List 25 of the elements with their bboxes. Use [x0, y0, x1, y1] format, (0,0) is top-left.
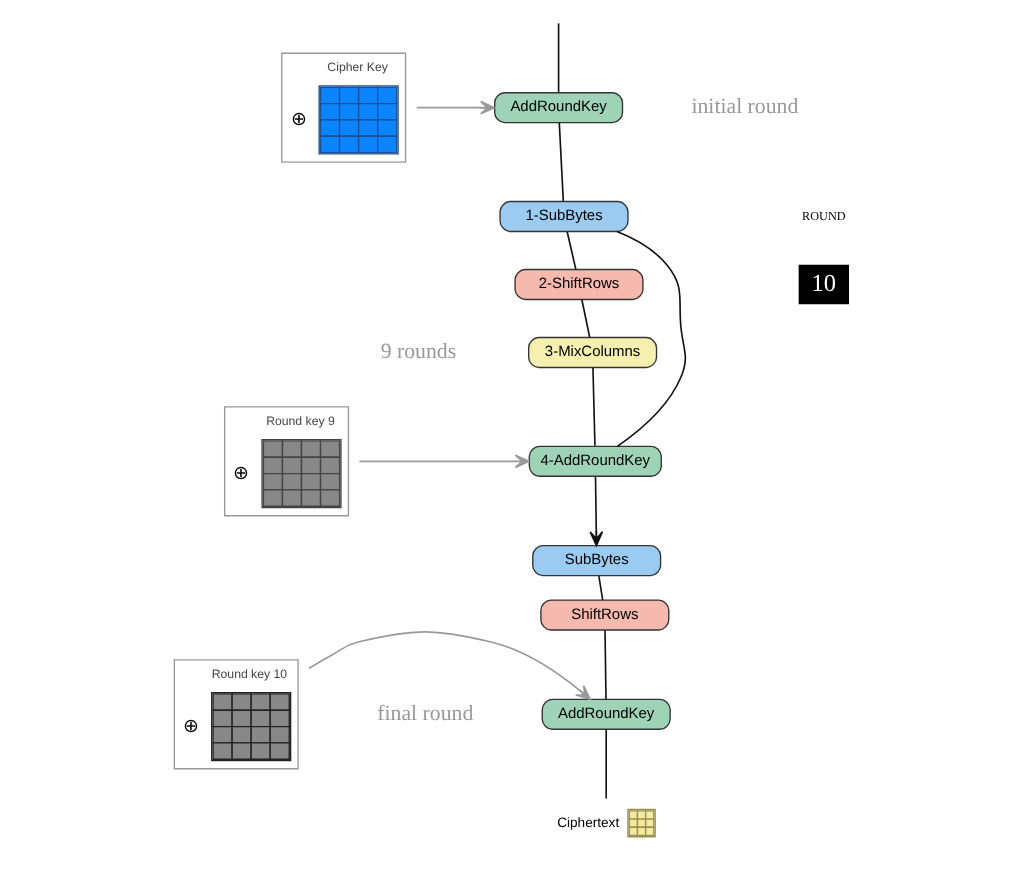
node-box: 4-AddRoundKey	[527, 445, 661, 477]
node-box: 2-ShiftRows	[513, 268, 643, 301]
connector	[556, 22, 559, 94]
node-box: AddRoundKey	[493, 92, 623, 124]
connector	[597, 575, 603, 601]
connector	[615, 230, 686, 448]
label: final round	[376, 701, 473, 726]
connector	[604, 728, 606, 800]
label: 10	[810, 268, 836, 297]
arrow	[588, 475, 603, 547]
node-box: AddRoundKey	[540, 698, 670, 730]
label: 9 rounds	[379, 339, 456, 364]
label: initial round	[690, 94, 798, 119]
node-box: 1-SubBytes	[498, 200, 628, 233]
connector	[603, 629, 606, 700]
arrow	[307, 631, 590, 700]
connector	[591, 366, 595, 447]
connector	[565, 230, 576, 271]
node-box: ShiftRows	[539, 599, 669, 631]
arrow	[357, 454, 529, 469]
node-box: SubBytes	[531, 545, 661, 577]
connector	[580, 298, 590, 339]
node-box: 3-MixColumns	[527, 336, 657, 369]
connector	[557, 122, 564, 202]
arrow	[414, 100, 495, 115]
